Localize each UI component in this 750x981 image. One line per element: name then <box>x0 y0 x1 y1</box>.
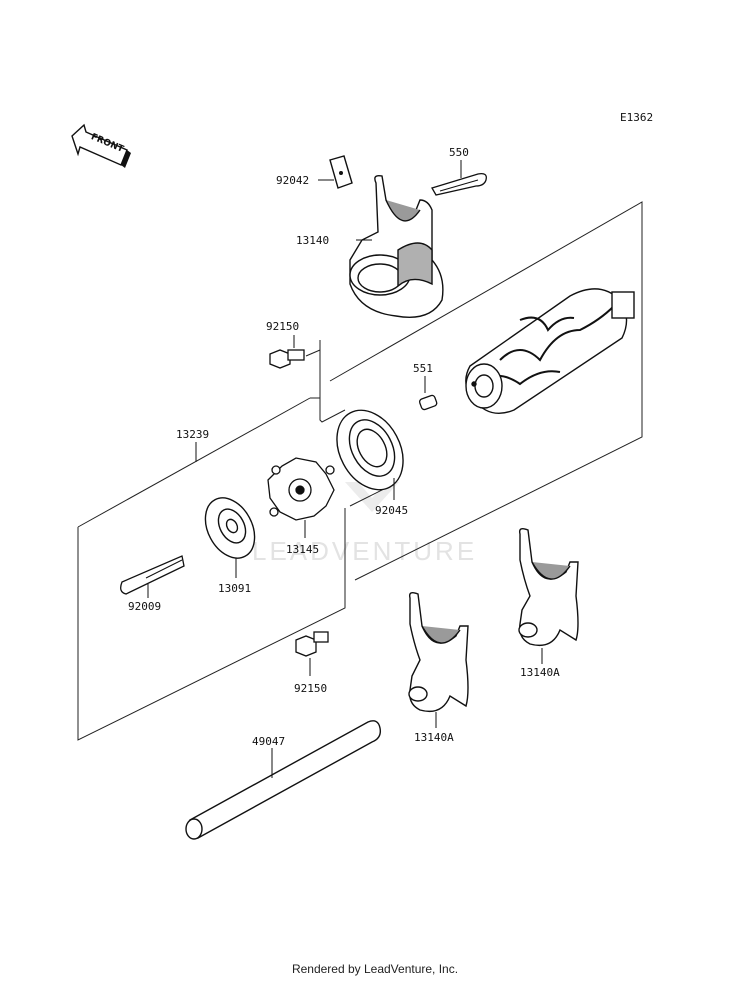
part-13145[interactable]: 13145 <box>267 457 335 556</box>
part-13140[interactable]: 13140 <box>296 174 444 318</box>
part-13140A-left[interactable]: 13140A <box>408 591 469 744</box>
part-92045[interactable]: 92045 <box>324 399 416 517</box>
part-92150-top[interactable]: 92150 <box>266 320 305 369</box>
label-13140: 13140 <box>296 234 329 247</box>
label-550: 550 <box>449 146 469 159</box>
footer-credit: Rendered by LeadVenture, Inc. <box>291 962 459 976</box>
label-92045: 92045 <box>375 504 408 517</box>
label-13140A-left: 13140A <box>414 731 454 744</box>
label-92042: 92042 <box>276 174 309 187</box>
front-arrow-icon: FRONT <box>71 123 131 168</box>
part-92009[interactable]: 92009 <box>120 555 185 613</box>
label-49047: 49047 <box>252 735 285 748</box>
part-550[interactable]: 550 <box>431 146 487 196</box>
part-13239[interactable]: 13239 <box>176 428 209 462</box>
svg-text:LEADVENTURE: LEADVENTURE <box>252 536 477 566</box>
part-49047[interactable]: 49047 <box>185 720 382 840</box>
label-92150-bottom: 92150 <box>294 682 327 695</box>
label-551: 551 <box>413 362 433 375</box>
part-551[interactable]: 551 <box>413 362 438 411</box>
label-13239: 13239 <box>176 428 209 441</box>
shift-drum <box>465 288 635 414</box>
label-13140A-right: 13140A <box>520 666 560 679</box>
label-92009: 92009 <box>128 600 161 613</box>
diagram-code: E1362 <box>620 111 653 124</box>
part-92150-bottom[interactable]: 92150 <box>294 631 329 695</box>
part-13091[interactable]: 13091 <box>196 489 265 595</box>
label-13091: 13091 <box>218 582 251 595</box>
part-13140A-right[interactable]: 13140A <box>518 527 579 679</box>
part-92042[interactable]: 92042 <box>276 155 353 189</box>
label-92150-top: 92150 <box>266 320 299 333</box>
label-13145: 13145 <box>286 543 319 556</box>
